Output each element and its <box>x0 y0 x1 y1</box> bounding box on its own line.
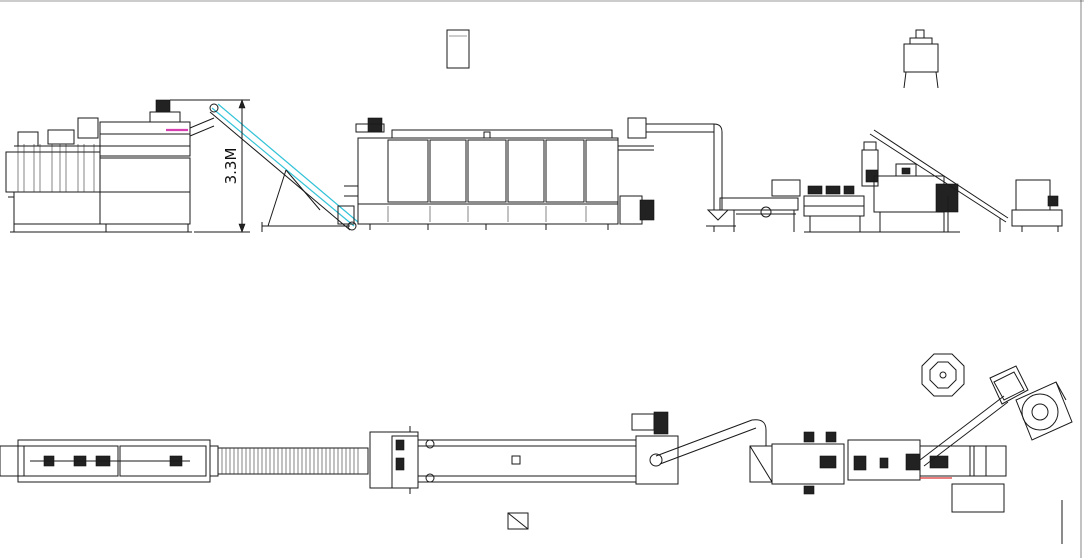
elevation-view: 3.3M <box>5 29 1063 233</box>
pneumatic-conveyor <box>627 117 730 221</box>
fryer-machine <box>5 99 215 233</box>
plan-view <box>0 353 1073 544</box>
flour-hopper <box>903 29 939 89</box>
plan-belt <box>217 447 369 475</box>
plan-extruder <box>749 395 1009 513</box>
plan-dryer <box>369 411 679 494</box>
control-box <box>446 29 470 69</box>
extruder <box>771 129 1009 233</box>
plan-small-box <box>507 512 529 530</box>
mixer <box>1011 179 1063 232</box>
plan-fryer-line <box>0 439 219 483</box>
inclined-conveyor <box>209 103 359 232</box>
height-dimension: 3.3M <box>170 99 250 233</box>
plan-duct <box>655 419 767 465</box>
cooling-conveyor <box>706 197 799 232</box>
dryer-oven <box>344 117 655 230</box>
plan-flour-hopper <box>921 353 965 397</box>
plan-mixer <box>989 365 1073 441</box>
fryer-slats <box>14 144 100 192</box>
height-dimension-label: 3.3M <box>222 148 240 185</box>
